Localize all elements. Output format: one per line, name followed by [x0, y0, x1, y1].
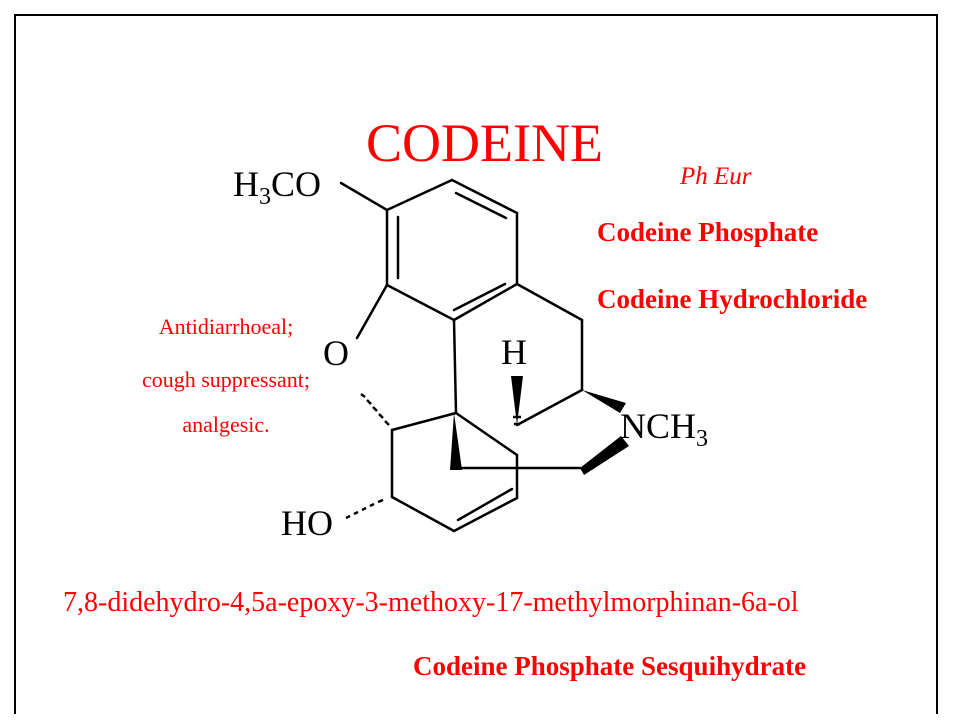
double-bond-inner — [454, 191, 508, 220]
salt-codeine-phosphate-sesquihydrate: Codeine Phosphate Sesquihydrate — [413, 651, 807, 681]
wedge-bond-bridge-n — [580, 436, 629, 475]
bond — [515, 282, 584, 322]
oxygen-label: O — [323, 333, 349, 373]
bond — [385, 178, 454, 212]
bond — [339, 181, 389, 212]
hydrogen-label: H — [501, 332, 527, 372]
hashed-bond-ether — [360, 393, 390, 426]
salt-codeine-hydrochloride: Codeine Hydrochloride — [597, 284, 868, 314]
use-antidiarrhoeal: Antidiarrhoeal; — [158, 314, 294, 339]
bond — [515, 388, 584, 427]
bond — [450, 178, 519, 215]
double-bond-inner — [452, 282, 507, 312]
bond — [452, 282, 519, 322]
bond — [390, 495, 456, 533]
bond — [390, 411, 458, 432]
use-analgesic: analgesic. — [182, 412, 270, 437]
double-bond-inner — [456, 487, 514, 522]
slide-title: CODEINE — [366, 113, 603, 173]
bond — [355, 283, 389, 340]
methoxy-label: H3CO — [233, 164, 321, 210]
bond — [452, 318, 458, 415]
hydroxyl-label: HO — [281, 503, 333, 543]
pharmacopoeia-label: Ph Eur — [680, 163, 752, 190]
wedge-bond-bridge — [450, 413, 462, 470]
salt-codeine-phosphate: Codeine Phosphate — [597, 217, 819, 247]
use-cough-suppressant: cough suppressant; — [141, 367, 311, 392]
hashed-bond-hydroxyl — [345, 498, 384, 520]
bond — [452, 496, 519, 533]
wedge-bond-amine — [582, 390, 626, 413]
wedge-bond-hydrogen — [511, 376, 523, 425]
amine-label: NCH3 — [620, 406, 708, 452]
slide-frame — [14, 14, 938, 714]
bond — [385, 283, 456, 322]
bond — [454, 411, 519, 457]
iupac-name: 7,8-didehydro-4,5a-epoxy-3-methoxy-17-me… — [63, 587, 799, 618]
